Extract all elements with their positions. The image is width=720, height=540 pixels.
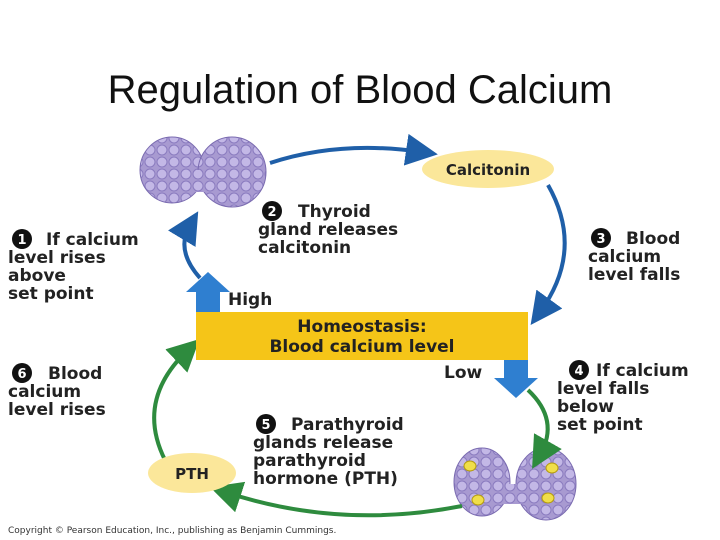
arrow-parathyroid-to-pth [209, 481, 463, 518]
step-3-number: 3 [596, 232, 605, 247]
step-2-number: 2 [267, 205, 276, 220]
copyright-notice: Copyright © Pearson Education, Inc., pub… [8, 526, 337, 536]
step-4-line1: If calcium [596, 361, 689, 381]
step-6-line2: calcium [8, 382, 81, 402]
step-1-line2: level rises [8, 248, 106, 268]
calcitonin-ellipse [422, 150, 554, 188]
step-1-line1: If calcium [46, 230, 139, 250]
step-4-line4: set point [557, 415, 643, 435]
step-5-number: 5 [261, 418, 270, 433]
homeostasis-line2: Blood calcium level [269, 337, 454, 357]
step-6-badge [12, 363, 32, 383]
pth-ellipse [148, 453, 236, 493]
homeostasis-box [196, 312, 528, 360]
step-5-badge [256, 414, 276, 434]
step-2: 2 Thyroid gland releases calcitonin [258, 201, 398, 258]
step-3-badge [591, 228, 611, 248]
step-5-line3: parathyroid [253, 451, 366, 471]
step-5-line1: Parathyroid [291, 415, 404, 435]
step-4-line3: below [557, 397, 614, 417]
high-arrow [186, 272, 230, 312]
step-3-line1: Blood [626, 229, 680, 249]
homeostasis-line1: Homeostasis: [297, 317, 426, 337]
step-3: 3 Blood calcium level falls [588, 228, 680, 285]
step-5-line4: hormone (PTH) [253, 469, 398, 489]
thyroid-gland-illustration [139, 136, 267, 208]
step-6-line1: Blood [48, 364, 102, 384]
step-1-number: 1 [17, 233, 26, 248]
step-4-line2: level falls [557, 379, 649, 399]
arrow-high-to-thyroid [168, 211, 202, 280]
step-4-badge [569, 360, 589, 380]
step-1-line3: above [8, 266, 66, 286]
step-4: 4 If calcium level falls below set point [557, 360, 689, 435]
arrow-calcitonin-to-low [530, 184, 567, 325]
step-3-line2: calcium [588, 247, 661, 267]
step-1-line4: set point [8, 284, 94, 304]
high-label: High [228, 290, 272, 310]
pth-label: PTH [175, 465, 209, 483]
calcitonin-label: Calcitonin [446, 161, 530, 179]
step-2-line2: gland releases [258, 220, 398, 240]
parathyroid-glands-illustration [453, 447, 577, 521]
step-2-line3: calcitonin [258, 238, 351, 258]
step-6-number: 6 [17, 367, 26, 382]
arrow-to-calcitonin [269, 133, 438, 166]
step-6: 6 Blood calcium level rises [8, 363, 106, 420]
low-arrow [494, 360, 538, 398]
step-6-line3: level rises [8, 400, 106, 420]
step-5: 5 Parathyroid glands release parathyroid… [253, 414, 404, 489]
step-5-line2: glands release [253, 433, 393, 453]
step-4-number: 4 [574, 364, 583, 379]
arrow-pth-to-homeostasis [152, 339, 200, 461]
step-1-badge [12, 229, 32, 249]
low-label: Low [444, 363, 483, 383]
step-1: 1 If calcium level rises above set point [8, 229, 139, 304]
step-2-badge [262, 201, 282, 221]
page-title: Regulation of Blood Calcium [107, 68, 613, 112]
step-3-line3: level falls [588, 265, 680, 285]
step-2-line1: Thyroid [298, 202, 371, 222]
arrow-low-to-parathyroid [526, 388, 562, 469]
